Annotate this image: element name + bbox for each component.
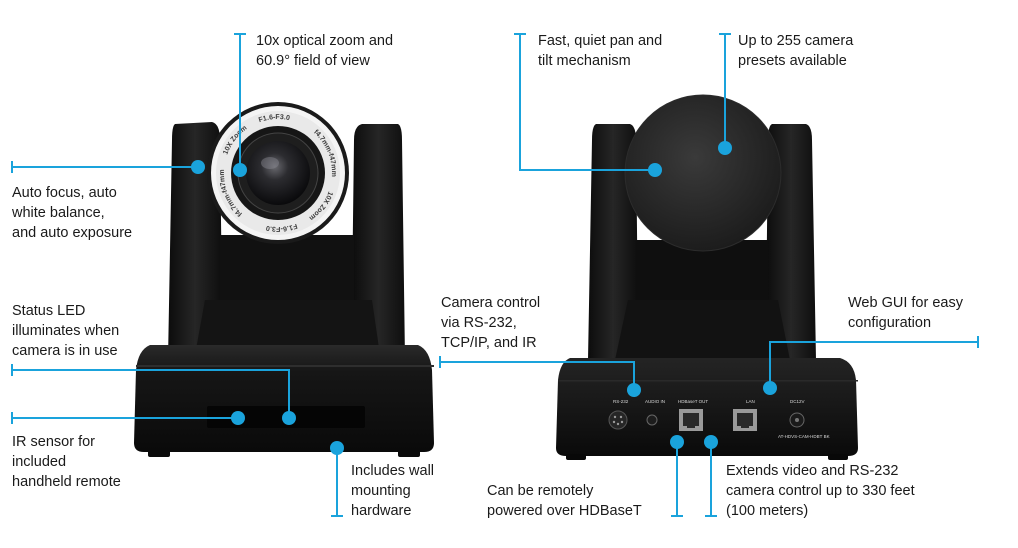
hdbaset-port: [679, 409, 703, 431]
rs232-port: [608, 410, 628, 430]
dc12v-port: [789, 412, 805, 428]
rear-disc: [624, 94, 782, 252]
remote-power-callout: Can be remotely powered over HDBaseT: [487, 483, 642, 519]
pan-tilt-leader: [519, 34, 655, 171]
status-led-leader: [12, 369, 290, 418]
ir-sensor-callout: IR sensor for included handheld remote: [12, 434, 121, 490]
callout-lines: [11, 33, 979, 517]
status-led-dot: [282, 411, 296, 425]
web-gui-leader: [769, 341, 978, 388]
remote-power-dot: [670, 435, 684, 449]
ir-sensor-dot: [231, 411, 245, 425]
status-led-callout: Status LED illuminates when camera is in…: [12, 303, 120, 359]
rs232-port-label: RS-232: [613, 399, 629, 404]
auto-focus-dot: [191, 160, 205, 174]
pan-tilt-callout: Fast, quiet pan and tilt mechanism: [538, 33, 663, 69]
optical-zoom-callout: 10x optical zoom and 60.9° field of view: [256, 33, 394, 69]
web-gui-callout: Web GUI for easy configuration: [848, 295, 963, 331]
back-base: RS-232 AUDIO IN HDBaseT OUT LAN DC12V AT…: [556, 358, 858, 460]
optical-zoom-dot: [233, 163, 247, 177]
pan-tilt-dot: [648, 163, 662, 177]
lan-port-label: LAN: [746, 399, 755, 404]
callout-dots: [191, 141, 777, 455]
presets-callout: Up to 255 camera presets available: [738, 33, 854, 69]
wall-mount-callout: Includes wall mounting hardware: [351, 463, 435, 519]
audio-in-port: [646, 414, 658, 426]
web-gui-dot: [763, 381, 777, 395]
dc12v-port-label: DC12V: [790, 399, 805, 404]
camera-control-dot: [627, 383, 641, 397]
audio-in-port-label: AUDIO IN: [645, 399, 665, 404]
auto-focus-callout: Auto focus, auto white balance, and auto…: [12, 185, 133, 241]
extends-video-callout: Extends video and RS-232 camera control …: [726, 463, 915, 519]
model-label: AT-HDVS-CAM-HDBT BK: [778, 434, 830, 439]
hdbaset-port-label: HDBaseT OUT: [678, 399, 708, 404]
lan-port: [733, 409, 757, 431]
front-base: [134, 345, 434, 457]
zoom-lens: F1.6-F3.0 f4.7mm-f47mm 10X Zoom F1.6-F3.…: [207, 102, 349, 244]
camera-control-callout: Camera control via RS-232, TCP/IP, and I…: [441, 295, 541, 351]
wall-mount-dot: [330, 441, 344, 455]
extends-video-dot: [704, 435, 718, 449]
camera-control-leader: [440, 361, 635, 390]
presets-dot: [718, 141, 732, 155]
